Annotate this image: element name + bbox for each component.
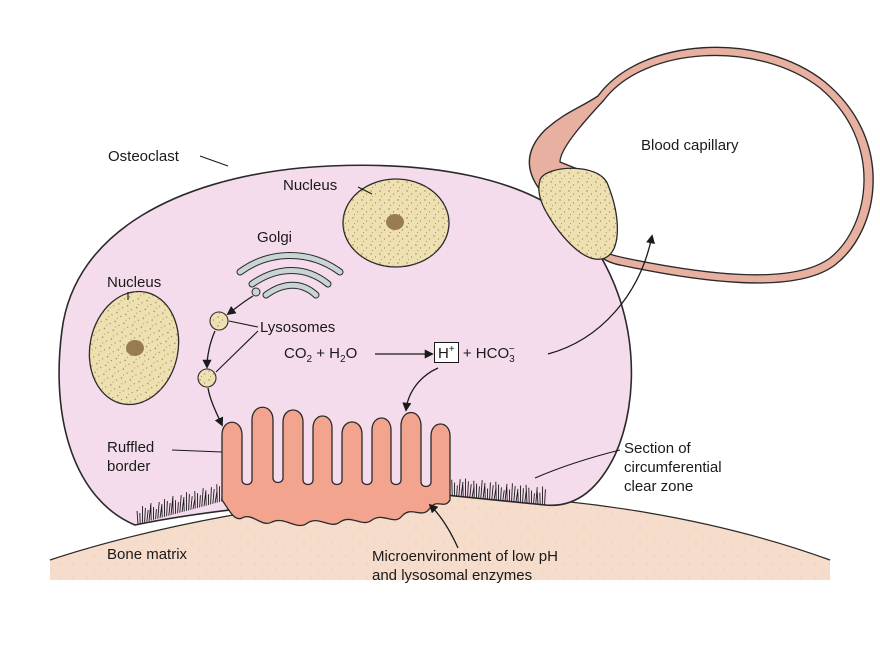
label-microenvironment-line-1: Microenvironment of low pH	[372, 548, 558, 565]
label-golgi: Golgi	[257, 229, 293, 246]
clear-zone-bristle	[199, 495, 201, 508]
eq-co2: CO	[284, 345, 307, 362]
label-blood-capillary: Blood capillary	[641, 137, 739, 154]
eq-hplus-box: H+	[434, 342, 459, 363]
eq-h2o-h: H	[329, 345, 341, 362]
equation-products: H+ + HCO3−	[434, 342, 515, 365]
clear-zone-bristle	[478, 486, 480, 499]
capillary-endothelial-nucleus	[538, 167, 619, 260]
arrow-hco3-to-capillary	[547, 234, 656, 355]
label-nucleus-left: Nucleus	[107, 274, 162, 291]
label-bone-matrix: Bone matrix	[107, 546, 188, 563]
arrow-hplus-to-border	[402, 367, 439, 412]
clear-zone-bristle	[179, 495, 182, 513]
eq-hplus-sup: +	[448, 344, 455, 355]
clear-zone-bristle	[500, 487, 502, 501]
arrow-golgi-to-lysosome	[226, 295, 254, 316]
clear-zone-bristle	[168, 503, 171, 516]
label-microenvironment-line-2: and lysosomal enzymes	[372, 567, 533, 584]
eq-hco3: HCO	[475, 345, 510, 362]
clear-zone-bristle	[188, 494, 190, 511]
clear-zone-bristle	[544, 489, 546, 505]
clear-zone-bristle	[201, 488, 204, 507]
clear-zone-bristle	[489, 482, 491, 500]
clear-zone-bristle	[469, 484, 472, 498]
eq-plus-1: +	[316, 345, 325, 362]
leader-lysosome-2	[215, 330, 259, 373]
clear-zone-bristle	[144, 507, 146, 523]
eq-co2-sub: 2	[306, 354, 313, 365]
label-ruffled-border: Ruffled border	[107, 438, 154, 476]
arrow-lysosome-down	[202, 330, 216, 369]
clear-zone-bristle	[502, 490, 505, 501]
label-ruffled-border-line-2: border	[107, 458, 151, 475]
arrow-lysosome-to-border	[207, 387, 224, 427]
clear-zone-bristle	[146, 509, 149, 522]
ruffled-border	[221, 406, 451, 527]
label-clear-zone-line-3: clear zone	[624, 478, 694, 495]
clear-zone-bristle	[535, 487, 538, 504]
nucleus-top	[342, 178, 450, 268]
leader-nucleus-top	[357, 186, 373, 195]
clear-zone-bristle	[166, 501, 168, 517]
clear-zone-bristle	[458, 479, 461, 497]
eq-hplus-h: H	[438, 345, 449, 362]
leader-clear-zone	[534, 449, 621, 479]
clear-zone-left	[136, 484, 223, 525]
eq-h2o-o: O	[345, 345, 358, 362]
clear-zone-bristle	[480, 480, 483, 499]
eq-hco3-sup: −	[508, 344, 515, 355]
clear-zone-bristle	[482, 482, 486, 500]
clear-zone-bristle	[460, 481, 464, 498]
clear-zone-bristle	[467, 481, 469, 498]
label-ruffled-border-line-1: Ruffled	[107, 439, 155, 456]
label-clear-zone-line-2: circumferential	[624, 459, 722, 476]
clear-zone-bristle	[190, 496, 193, 510]
clear-zone-bristle	[525, 484, 528, 503]
clear-zone-bristle	[533, 493, 535, 504]
eq-h2o-sub: 2	[340, 354, 346, 365]
label-osteoclast: Osteoclast	[108, 148, 179, 165]
clear-zone-bristle	[511, 483, 513, 502]
lysosome-1	[209, 311, 229, 331]
clear-zone-bristle	[456, 485, 458, 497]
clear-zone-bristle	[157, 502, 160, 519]
clear-zone-bristle	[536, 489, 539, 504]
equation-reactants: CO2 + H2O	[284, 345, 357, 365]
eq-hco3-sub: 3	[509, 354, 515, 365]
arrow-to-microenvironment	[428, 503, 459, 549]
label-microenvironment: Microenvironment of low pH and lysosomal…	[372, 547, 558, 585]
leader-lysosome-1	[228, 320, 259, 328]
clear-zone-bristle	[136, 510, 139, 525]
clear-zone-bristle	[177, 502, 179, 514]
leader-osteoclast	[199, 155, 229, 167]
label-lysosomes: Lysosomes	[260, 319, 336, 336]
nucleus-left	[88, 290, 180, 406]
golgi-apparatus	[236, 252, 344, 299]
eq-plus-2: +	[462, 345, 472, 362]
clear-zone-bristle	[515, 488, 519, 503]
leader-lines	[127, 155, 621, 479]
clear-zone-bristle	[522, 488, 524, 503]
clear-zone-bristle	[210, 487, 212, 505]
clear-zone-bristle	[212, 489, 215, 504]
clear-zone-bristle	[155, 509, 157, 520]
label-clear-zone: Section of circumferential clear zone	[624, 439, 722, 496]
leader-ruffled-border	[171, 449, 223, 453]
lysosome-2	[197, 368, 217, 388]
label-clear-zone-line-1: Section of	[624, 440, 691, 457]
clear-zone-bristle	[513, 486, 516, 502]
clear-zone-bristle	[491, 485, 494, 500]
clear-zone-bristle	[524, 491, 527, 503]
flow-arrows	[202, 234, 656, 549]
label-nucleus-top: Nucleus	[283, 177, 338, 194]
